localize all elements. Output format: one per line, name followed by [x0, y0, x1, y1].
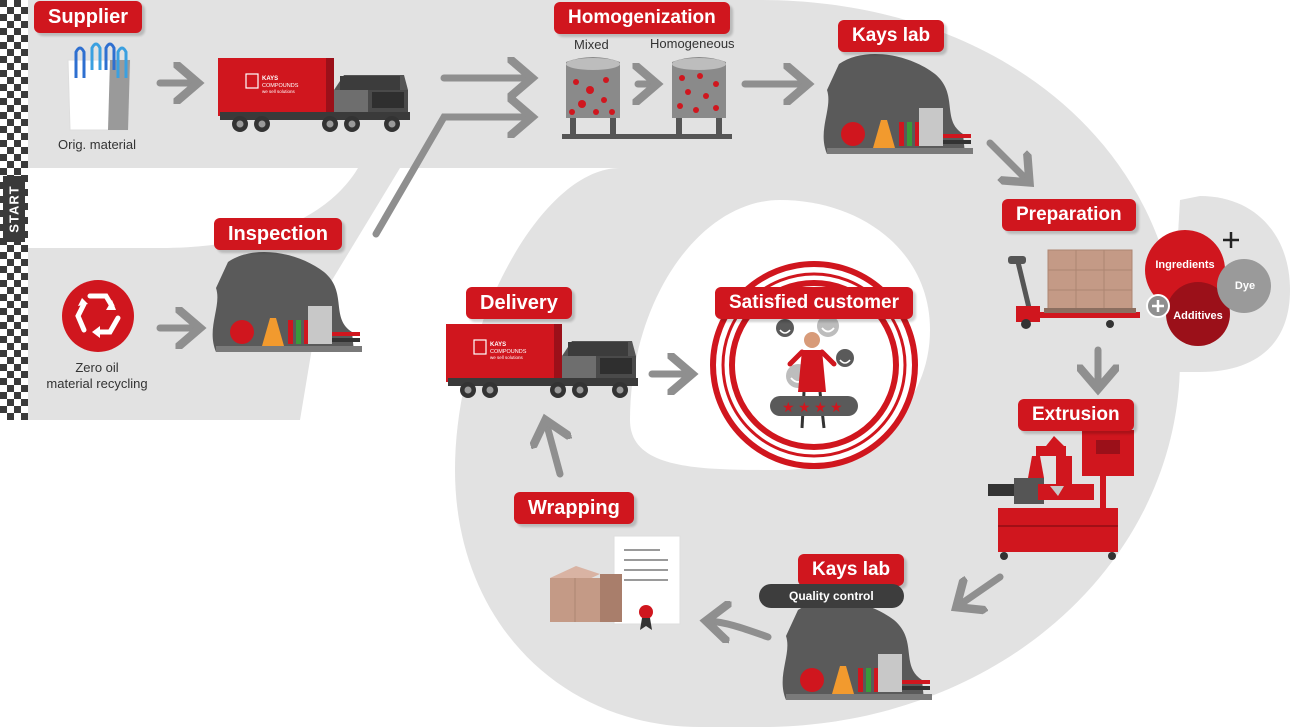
smiley-icon [776, 319, 794, 337]
rating-bar [770, 396, 858, 416]
arrow-lab-to-wrapping [708, 621, 772, 637]
smiley-icon [836, 349, 854, 367]
step-label-delivery: Delivery [466, 287, 572, 319]
truck-logo: KAYS COMPOUNDS we sell solutions [473, 339, 527, 360]
big-bag-icon [67, 42, 131, 131]
caption-mixed: Mixed [574, 37, 609, 52]
lab-icon-inspection [212, 251, 362, 352]
star-icon: ★ [814, 400, 827, 416]
plus-icon [1146, 294, 1170, 318]
arrow-inspection-to-homogenization [372, 117, 530, 238]
ingredient-bubbles [1145, 230, 1271, 346]
dye-bubble [1217, 259, 1271, 313]
caption-line: Zero oil [75, 360, 119, 375]
start-label: START [6, 185, 22, 233]
plus-icon [1223, 232, 1239, 248]
step-label-satisfied-customer: Satisfied customer [715, 287, 913, 319]
star-icon: ★ [782, 400, 795, 416]
caption-homogeneous: Homogeneous [650, 36, 735, 51]
additives-label: Additives [1173, 310, 1223, 322]
pallet-jack-icon [1008, 249, 1140, 329]
rating-stars: ★ ★ ★ ★ [782, 400, 843, 416]
svg-text:KAYS: KAYS [262, 76, 278, 82]
quality-control-tag: Quality control [759, 584, 904, 608]
step-label-kays-lab-bottom: Kays lab [798, 554, 905, 586]
truck-logo: KAYS COMPOUNDS we sell solutions [245, 73, 299, 94]
delivery-truck-icon: KAYS COMPOUNDS we sell solutions [446, 324, 638, 398]
supplier-truck-icon: KAYS COMPOUNDS we sell solutions [218, 58, 410, 132]
step-label-extrusion: Extrusion [1018, 399, 1134, 431]
star-icon: ★ [798, 400, 811, 416]
svg-text:we sell solutions: we sell solutions [490, 355, 524, 360]
caption-zero-oil-recycling: Zero oil material recycling [38, 360, 156, 392]
lab-icon-top [823, 53, 973, 155]
seal-icon [639, 605, 653, 619]
svg-text:KAYS: KAYS [490, 342, 506, 348]
step-label-kays-lab-top: Kays lab [838, 20, 945, 52]
silo-base [562, 134, 732, 139]
wrapped-package-icon [550, 535, 681, 630]
step-label-preparation: Preparation [1002, 199, 1136, 231]
ingredients-label: Ingredients [1155, 259, 1215, 271]
extruder-icon [988, 430, 1134, 560]
flow-arrows [156, 78, 1098, 637]
homogeneous-silo-icon [672, 57, 726, 134]
lab-icon-bottom [782, 599, 932, 700]
recycling-icon [62, 280, 134, 352]
star-icon: ★ [830, 400, 843, 416]
arrow-lab-to-preparation [986, 139, 1028, 181]
smiley-icon [817, 315, 839, 337]
step-label-homogenization: Homogenization [554, 2, 730, 34]
step-label-inspection: Inspection [214, 218, 343, 250]
svg-text:we sell solutions: we sell solutions [262, 89, 296, 94]
dye-label: Dye [1234, 280, 1256, 292]
caption-orig-material: Orig. material [58, 137, 137, 152]
caption-line: material recycling [46, 376, 148, 391]
step-label-wrapping: Wrapping [514, 492, 634, 524]
svg-text:COMPOUNDS: COMPOUNDS [262, 83, 299, 89]
person-icon [787, 332, 837, 429]
additives-bubble [1166, 282, 1230, 346]
arrow-wrapping-to-delivery [546, 422, 560, 478]
arrow-extrusion-to-lab [958, 573, 1004, 606]
start-badge: START [3, 176, 25, 242]
mixed-silo-icon [566, 57, 620, 134]
step-label-supplier: Supplier [34, 1, 143, 33]
svg-text:COMPOUNDS: COMPOUNDS [490, 349, 527, 355]
